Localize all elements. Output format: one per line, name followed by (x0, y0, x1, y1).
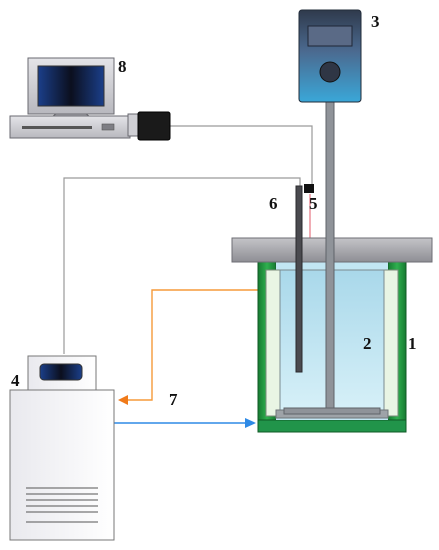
hot-return-line (124, 289, 262, 401)
circulator-to-probe-wire (63, 177, 301, 354)
computer-to-sensor-wire (170, 125, 313, 186)
label-computer: 8 (118, 57, 127, 76)
hot-return-arrowhead (118, 395, 128, 405)
label-sensor: 5 (309, 194, 318, 213)
probe-rod (295, 185, 303, 373)
motor-housing (298, 9, 362, 103)
label-probe: 6 (269, 194, 278, 213)
jacket-bottom (257, 419, 407, 433)
motor-knob (319, 61, 341, 83)
label-circulator: 4 (11, 371, 20, 390)
monitor-screen (37, 65, 105, 107)
desktop-port (101, 123, 115, 131)
stirrer-shaft (325, 99, 335, 413)
label-jacket: 1 (408, 334, 417, 353)
label-stirrer-motor: 3 (371, 12, 380, 31)
circulation-lines (114, 289, 262, 428)
sensor-block (304, 184, 314, 193)
circulator-vent-lines (26, 487, 98, 523)
circulator-display (39, 363, 83, 381)
computer (9, 57, 171, 141)
stirrer-paddle (283, 407, 381, 415)
interface-connector (137, 111, 171, 141)
cold-supply-arrowhead (245, 418, 256, 428)
vessel-right-wall (383, 269, 399, 417)
component-labels: 1 2 3 4 5 6 7 8 (11, 12, 417, 409)
circulator-body (9, 389, 115, 541)
circulator (9, 355, 115, 541)
motor-display (307, 25, 353, 47)
drive-slot (22, 126, 92, 129)
label-circulation-lines: 7 (169, 390, 178, 409)
vessel-left-wall (265, 269, 281, 417)
stirrer-motor (298, 9, 362, 103)
label-reactor-vessel: 2 (363, 334, 372, 353)
